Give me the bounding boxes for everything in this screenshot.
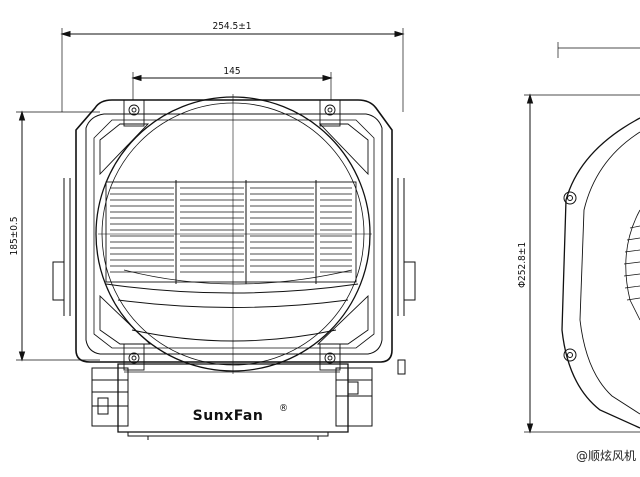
height-label: 185±0.5 [9,216,20,255]
impeller-blades [110,187,352,273]
overall-width-label: 254.5±1 [212,21,251,32]
watermark: @顺炫风机 [576,448,636,463]
brand-label: SunxFan [193,408,264,424]
diameter-label: Φ252.8±1 [517,242,528,288]
inlet-width-label: 145 [223,66,240,77]
side-view [524,42,640,434]
brand-registered-mark: ® [279,403,288,414]
front-view [16,28,416,440]
